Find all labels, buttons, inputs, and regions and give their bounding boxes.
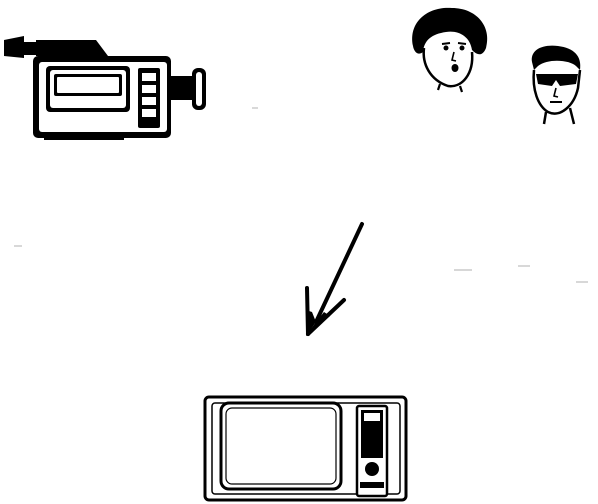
- man-sunglasses-icon: [532, 46, 581, 124]
- arrow-down-left-icon: [306, 224, 362, 336]
- television-icon: [205, 397, 406, 500]
- woman-face-icon: [412, 8, 487, 92]
- video-camera-icon: [4, 36, 206, 140]
